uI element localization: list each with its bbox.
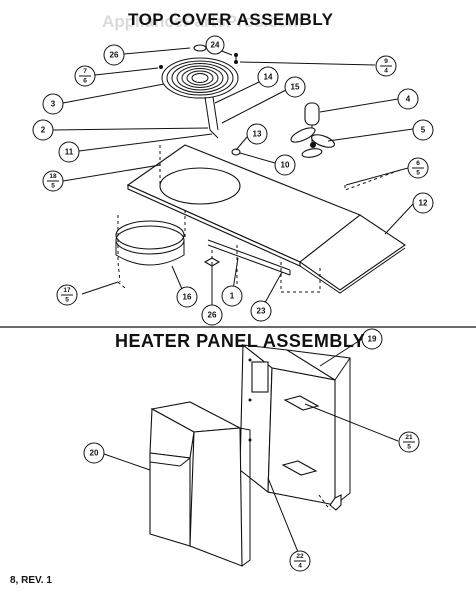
svg-text:5: 5 [407, 444, 411, 451]
callout-24: 24 [205, 35, 225, 55]
leader-lines-top [52, 47, 414, 311]
svg-text:5: 5 [421, 126, 426, 135]
svg-text:26: 26 [110, 51, 119, 60]
element-brackets [281, 395, 320, 476]
svg-text:24: 24 [211, 41, 220, 50]
svg-text:1: 1 [230, 292, 235, 301]
heater-back-panel [239, 343, 351, 511]
heater-panel-title: HEATER PANEL ASSEMBLY [115, 331, 366, 351]
assembly-guide-lines [117, 145, 401, 300]
callout-2: 2 [32, 119, 54, 141]
svg-text:6: 6 [416, 160, 420, 167]
callout-18-5: 18 5 [42, 170, 64, 192]
fan-blade [290, 127, 335, 158]
callout-13: 13 [246, 123, 268, 145]
revision-footer: 8, REV. 1 [10, 575, 52, 586]
svg-text:23: 23 [257, 307, 266, 316]
callout-5: 5 [412, 119, 434, 141]
svg-text:9: 9 [384, 58, 388, 65]
svg-text:5: 5 [65, 297, 69, 304]
callout-3: 3 [42, 93, 64, 115]
svg-text:5: 5 [51, 183, 55, 190]
callout-19: 19 [361, 328, 383, 350]
svg-text:17: 17 [63, 287, 71, 294]
svg-text:14: 14 [264, 73, 273, 82]
svg-text:4: 4 [298, 563, 302, 570]
svg-text:26: 26 [208, 311, 217, 320]
callout-10: 10 [274, 154, 296, 176]
callout-11: 11 [58, 141, 80, 163]
svg-text:4: 4 [406, 95, 411, 104]
svg-text:22: 22 [296, 553, 304, 560]
svg-text:15: 15 [291, 83, 300, 92]
callout-23: 23 [250, 300, 272, 322]
callout-1: 1 [221, 285, 243, 307]
lead-wire [209, 129, 219, 139]
callout-21-5: 21 5 [398, 431, 420, 453]
top-cover-plate [126, 144, 406, 294]
callout-9-4: 9 4 [375, 55, 397, 77]
grommet [231, 148, 241, 156]
callout-20: 20 [83, 442, 105, 464]
bracket-rail [203, 239, 291, 276]
callout-16: 16 [176, 286, 198, 308]
svg-text:18: 18 [49, 173, 57, 180]
callout-15: 15 [284, 76, 306, 98]
svg-text:16: 16 [183, 293, 192, 302]
heating-coil [161, 57, 239, 131]
callout-17-5: 17 5 [56, 284, 78, 306]
svg-text:21: 21 [405, 434, 413, 441]
svg-text:4: 4 [384, 68, 388, 75]
svg-text:19: 19 [368, 335, 377, 344]
leader-lines-bottom [103, 338, 399, 553]
watermark: AppliancePartsPros.com [102, 12, 304, 31]
callout-12: 12 [412, 192, 434, 214]
svg-text:12: 12 [419, 199, 428, 208]
callout-26-bottom: 26 [201, 304, 223, 326]
svg-text:2: 2 [41, 126, 46, 135]
svg-text:7: 7 [83, 68, 87, 75]
svg-text:13: 13 [253, 130, 262, 139]
top-cover-title: TOP COVER ASSEMBLY [128, 10, 334, 29]
callout-22-4: 22 4 [289, 550, 311, 572]
callout-7-6: 7 6 [74, 65, 96, 87]
svg-text:6: 6 [83, 78, 87, 85]
heater-front-panel [149, 401, 251, 567]
callout-26-top: 26 [103, 44, 125, 66]
callout-6-5: 6 5 [407, 157, 429, 179]
svg-text:20: 20 [90, 449, 99, 458]
support-ring [115, 220, 185, 266]
svg-text:5: 5 [416, 170, 420, 177]
svg-text:11: 11 [65, 148, 74, 157]
svg-text:3: 3 [51, 100, 56, 109]
svg-text:10: 10 [281, 161, 290, 170]
callout-4: 4 [397, 88, 419, 110]
callout-14: 14 [257, 66, 279, 88]
